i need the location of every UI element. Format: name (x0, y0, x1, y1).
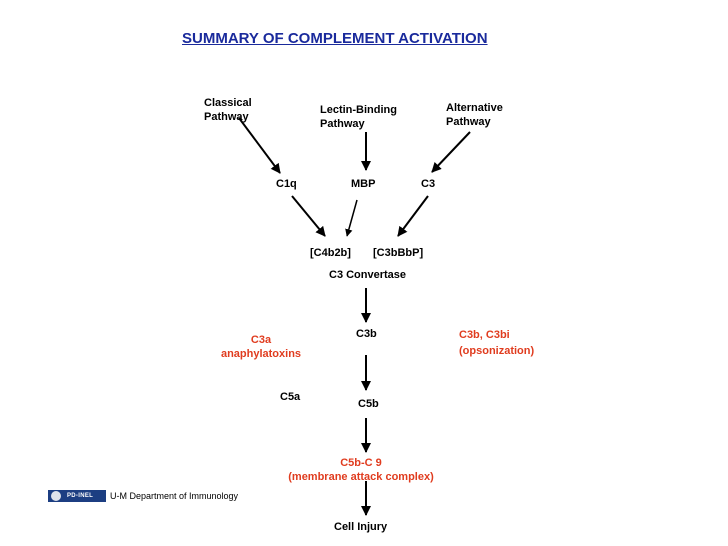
alternative-convertase-node: [C3bBbP] (373, 247, 424, 259)
arrow-c1q-to-convertase (291, 195, 326, 237)
c5a-node: C5a (280, 391, 301, 403)
c5b-node: C5b (358, 398, 379, 410)
department-label: U-M Department of Immunology (110, 491, 239, 501)
arrow-c3-to-convertase (397, 195, 429, 237)
logo-seal-icon (51, 491, 61, 501)
institution-logo: PD-INEL (48, 490, 106, 502)
cell-injury-node: Cell Injury (334, 521, 388, 533)
diagram-title: SUMMARY OF COMPLEMENT ACTIVATION (182, 30, 488, 47)
footer: PD-INEL U-M Department of Immunology (48, 489, 238, 503)
classical-convertase-node: [C4b2b] (310, 247, 351, 259)
opsonization-label: C3b, C3bi(opsonization) (459, 329, 535, 357)
arrow-mbp-to-convertase (345, 199, 358, 237)
c3b-node: C3b (356, 328, 377, 340)
arrow-classical-to-c1q (238, 117, 281, 174)
c1q-node: C1q (276, 178, 297, 190)
arrow-alternative-to-c3 (431, 131, 471, 173)
membrane-attack-complex-label: C5b-C 9(membrane attack complex) (288, 457, 434, 483)
c3-convertase-label: C3 Convertase (329, 269, 407, 281)
mbp-node: MBP (351, 178, 376, 190)
c3-node: C3 (421, 178, 436, 190)
